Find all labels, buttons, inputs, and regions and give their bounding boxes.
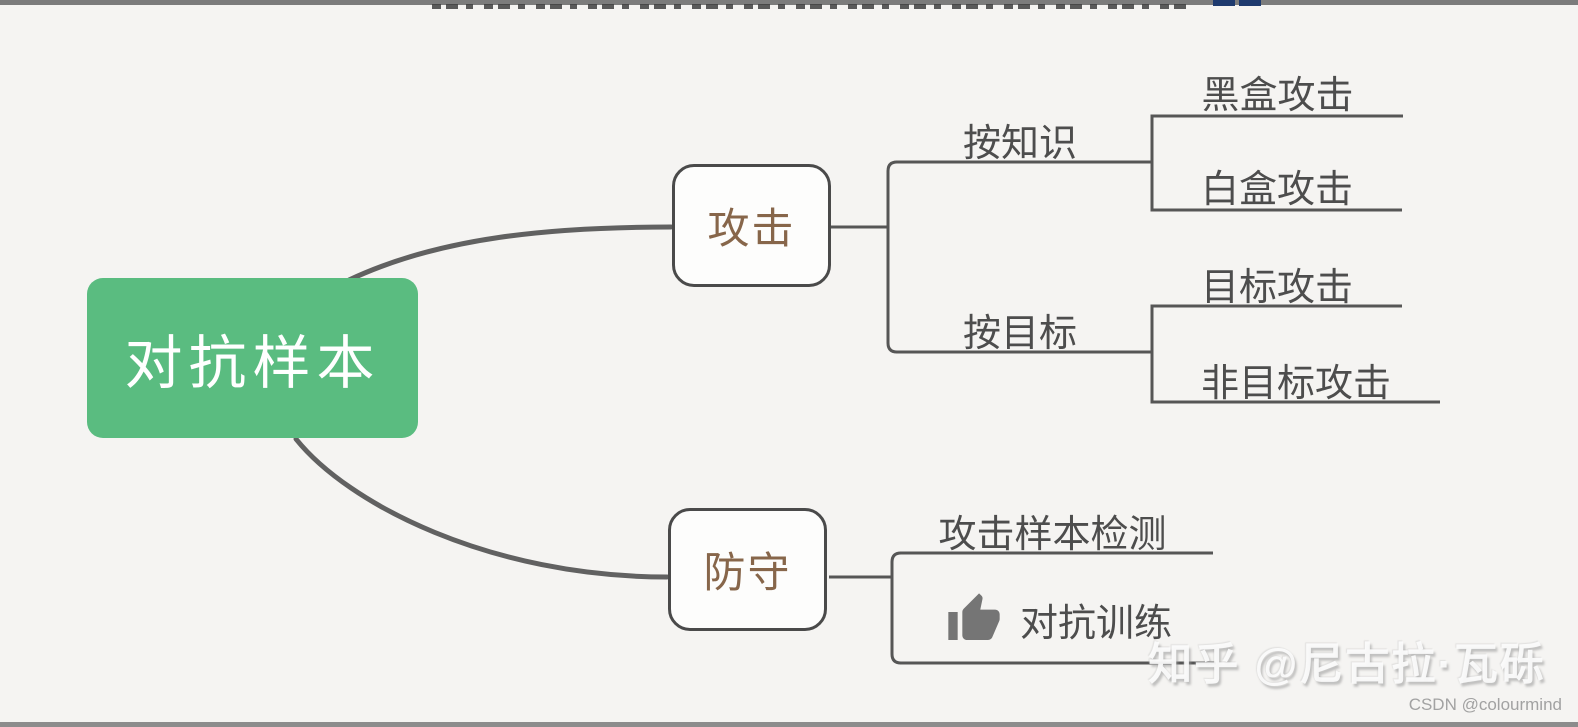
root-to-defense-curve [293, 436, 670, 580]
leaf-label-white-box-attack: 白盒攻击 [1200, 169, 1353, 211]
navy-highlight-block [1213, 0, 1235, 6]
defense-fork-line [890, 551, 902, 665]
navy-highlight-block [1239, 0, 1261, 6]
target-subfork-line [1150, 304, 1440, 404]
csdn-watermark: CSDN @colourmind [1408, 695, 1562, 714]
attack-node-label: 攻击 [707, 205, 796, 252]
knowledge-subfork-line [1150, 114, 1403, 212]
cropped-text-remnant [432, 4, 1190, 9]
defense-node-label: 防守 [703, 549, 792, 596]
bottom-crop-strip [0, 722, 1578, 727]
attack-node: 攻击 [672, 164, 831, 287]
leaf-label-targeted-attack: 目标攻击 [1200, 267, 1353, 309]
thumbs-up-icon [948, 593, 1000, 640]
root-node-label: 对抗样本 [124, 331, 381, 396]
leaf-label-black-box-attack: 黑盒攻击 [1201, 75, 1354, 117]
leaf-label-attack-sample-detection: 攻击样本检测 [938, 514, 1167, 556]
attack-fork-line [886, 160, 898, 354]
defense-node: 防守 [668, 508, 827, 631]
leaf-adversarial-training: 对抗训练 [946, 588, 1172, 650]
root-to-attack-curve [346, 224, 674, 283]
top-crop-strip [0, 0, 1578, 5]
root-node-adversarial-examples: 对抗样本 [87, 278, 418, 438]
zhihu-watermark: 知乎 @尼古拉·瓦砾 [1148, 640, 1546, 689]
branch-label-by-target: 按目标 [962, 313, 1077, 355]
leaf-label-untargeted-attack: 非目标攻击 [1200, 363, 1391, 405]
branch-label-by-knowledge: 按知识 [962, 123, 1077, 165]
leaf-label-adversarial-training: 对抗训练 [1020, 602, 1173, 645]
